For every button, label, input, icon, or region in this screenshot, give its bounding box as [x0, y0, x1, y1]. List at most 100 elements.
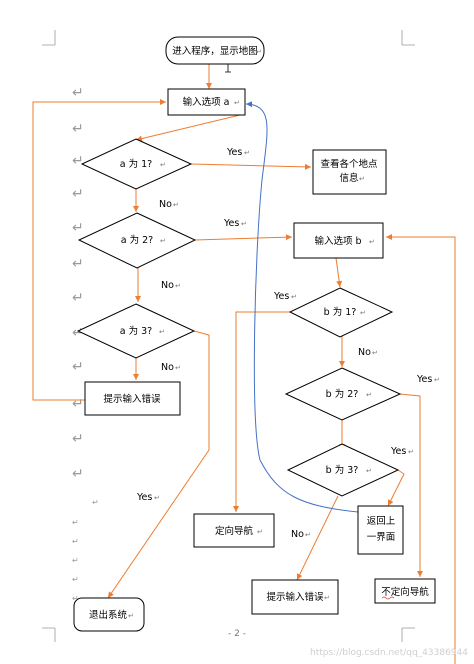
paragraph-mark: ↵: [360, 309, 366, 317]
paragraph-mark-small: ↵: [72, 594, 79, 603]
node-a2-label: a 为 2?: [121, 234, 153, 246]
paragraph-mark: ↵: [72, 186, 84, 202]
paragraph-mark: ↵: [128, 612, 134, 620]
edge-label-b3-yes: Yes: [390, 446, 406, 457]
paragraph-mark: ↵: [72, 431, 84, 447]
node-decision-a2: a 为 2? ↵: [77, 212, 197, 269]
paragraph-mark: ↵: [372, 349, 378, 357]
paragraph-mark: ↵: [324, 594, 330, 602]
paragraph-mark: ↵: [241, 220, 247, 228]
node-exit-label: 退出系统: [89, 609, 128, 621]
edge-right-loop-to-input-b: [386, 234, 456, 664]
edge-input-a-to-a1: [135, 114, 241, 142]
node-decision-a1: a 为 1? ↵: [80, 138, 193, 190]
spellcheck-underline: [381, 596, 395, 600]
edge-b3-yes: [387, 469, 405, 507]
margin-paragraph-marks: ↵ ↵ ↵ ↵ ↵ ↵ ↵ ↵ ↵ ↵ ↵ ↵ ↵ ↵ ↵ ↵ ↵ ↵: [72, 85, 99, 603]
edge-label-a1-yes: Yes: [226, 147, 242, 158]
node-decision-b3: b 为 3? ↵: [286, 443, 400, 497]
paragraph-mark: ↵: [72, 359, 84, 375]
node-a3-label: a 为 3?: [120, 325, 152, 337]
watermark: https://blog.csdn.net/qq_43386944: [310, 648, 468, 658]
paragraph-mark: ↵: [434, 376, 440, 384]
paragraph-mark: ↵: [72, 85, 84, 101]
paragraph-mark: ↵: [72, 220, 84, 236]
paragraph-mark: ↵: [72, 290, 84, 306]
node-view-info-line1: 查看各个地点: [320, 158, 378, 170]
paragraph-mark: ↵: [256, 48, 262, 56]
edge-a3-yes: [107, 330, 210, 599]
paragraph-mark: ↵: [366, 467, 372, 475]
paragraph-mark: ↵: [72, 325, 84, 341]
edge-label-a2-no: No: [161, 280, 174, 291]
node-b2-label: b 为 2?: [326, 388, 359, 400]
node-error-right: 提示输入错误 ↵: [251, 579, 339, 615]
paragraph-mark: ↵: [160, 161, 166, 169]
edge-label-b3-no: No: [291, 529, 304, 540]
paragraph-mark: ↵: [160, 237, 166, 245]
edge-label-a2-yes: Yes: [223, 218, 239, 229]
node-error-right-label: 提示输入错误: [266, 591, 324, 603]
paragraph-mark: ↵: [369, 238, 375, 246]
node-b3-label: b 为 3?: [326, 464, 359, 476]
node-decision-a3: a 为 3? ↵: [76, 303, 196, 359]
paragraph-mark: ↵: [366, 391, 372, 399]
edge-label-b1-yes: Yes: [273, 291, 289, 302]
paragraph-mark: ↵: [175, 282, 181, 290]
edge-a1-yes: [190, 163, 312, 170]
paragraph-mark: ↵: [72, 256, 84, 272]
node-view-info-line2: 信息: [339, 172, 358, 184]
node-input-b: 输入选项 b ↵: [293, 222, 384, 259]
paragraph-mark-small: ↵: [72, 575, 79, 584]
edge-a2-yes: [194, 234, 293, 241]
edge-label-a3-no: No: [161, 362, 174, 373]
page-corner-marks: [42, 30, 415, 642]
text-cursor: [225, 63, 231, 73]
node-error-left-label: 提示输入错误: [103, 393, 161, 405]
paragraph-mark-small: ↵: [72, 518, 79, 527]
node-back: 返回上 一界面: [357, 505, 404, 555]
node-b1-label: b 为 1?: [324, 306, 357, 318]
node-decision-b1: b 为 1? ↵: [288, 287, 394, 338]
node-back-line2: 一界面: [367, 532, 396, 543]
edge-b3-no: [296, 495, 339, 581]
edge-labels: Yes ↵ No ↵ Yes ↵ No ↵ No ↵ Yes ↵ Yes ↵ N…: [136, 147, 440, 540]
paragraph-mark: ↵: [72, 466, 84, 482]
node-input-b-label: 输入选项 b: [314, 235, 361, 247]
node-back-line1: 返回上: [367, 515, 396, 527]
node-start-label: 进入程序，显示地图: [172, 45, 258, 57]
node-view-info: 查看各个地点 信息 ↵: [312, 149, 387, 195]
edge-b2-yes: [399, 393, 423, 577]
edge-back-to-input-a: [245, 101, 359, 513]
paragraph-mark: ↵: [359, 175, 365, 183]
paragraph-mark: ↵: [72, 396, 84, 412]
paragraph-mark: ↵: [305, 531, 311, 539]
paragraph-mark: ↵: [159, 328, 165, 336]
edge-label-a3-yes: Yes: [136, 492, 152, 503]
paragraph-mark-small: ↵: [72, 556, 79, 565]
node-error-left: 提示输入错误: [84, 381, 181, 416]
paragraph-mark: ↵: [173, 201, 179, 209]
paragraph-mark-small: ↵: [92, 498, 99, 507]
node-decision-b2: b 为 2? ↵: [284, 367, 402, 421]
node-free-nav: 不定向导航: [374, 578, 436, 604]
page-number: - 2 -: [228, 629, 246, 639]
node-fixed-nav-label: 定向导航: [215, 525, 254, 537]
node-fixed-nav: 定向导航 ↵: [193, 513, 275, 548]
paragraph-mark: ↵: [408, 448, 414, 456]
connectors: [32, 64, 456, 664]
paragraph-mark: ↵: [175, 364, 181, 372]
edge-label-a1-no: No: [159, 199, 172, 210]
paragraph-mark-small: ↵: [72, 537, 79, 546]
edge-error-loop-to-input-a: [32, 99, 166, 401]
edge-input-b-to-b1: [335, 257, 343, 288]
paragraph-mark: ↵: [257, 528, 263, 536]
node-input-a: 输入选项 a ↵: [167, 88, 246, 116]
paragraph-mark: ↵: [234, 99, 240, 107]
node-input-a-label: 输入选项 a: [183, 96, 230, 108]
edge-b1-yes: [233, 311, 290, 512]
node-free-nav-label: 不定向导航: [381, 586, 429, 598]
node-exit: 退出系统 ↵: [73, 597, 145, 632]
node-a1-label: a 为 1?: [120, 158, 152, 170]
